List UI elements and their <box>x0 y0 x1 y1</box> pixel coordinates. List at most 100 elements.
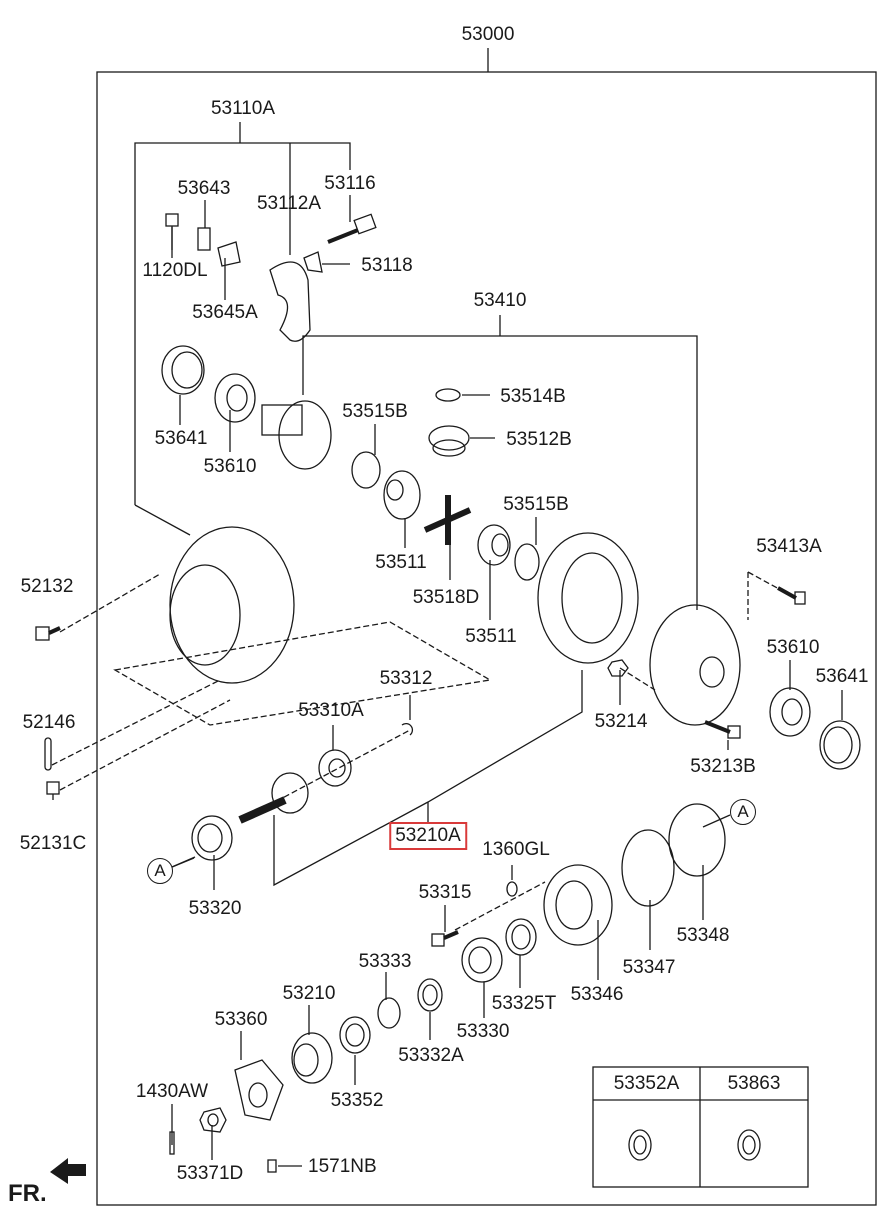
bolt-52131c-icon <box>46 781 60 800</box>
part-label-1571nb: 1571NB <box>308 1156 377 1177</box>
part-label-53310a: 53310A <box>298 700 364 721</box>
pinion-gear-53512b-icon <box>428 425 470 457</box>
part-label-1120dl: 1120DL <box>142 260 208 281</box>
pin-1430aw-icon <box>169 1131 175 1155</box>
part-label-53347: 53347 <box>622 957 676 978</box>
carrier-housing-icon <box>169 526 295 684</box>
part-label-53643: 53643 <box>177 178 231 199</box>
bearing-53320-icon <box>191 815 233 861</box>
side-bearing-race-53641-icon <box>161 345 205 395</box>
part-label-53641-top: 53641 <box>154 428 208 449</box>
bearing-53330-icon <box>461 937 503 983</box>
part-label-53515b-mid: 53515B <box>503 494 569 515</box>
part-label-53110a: 53110A <box>210 98 276 119</box>
bolt-52132-icon <box>35 626 61 641</box>
part-label-53320: 53320 <box>188 898 242 919</box>
thrust-washer-53515b-icon <box>351 451 381 489</box>
pin-52146-icon <box>44 737 52 771</box>
ring-gear-icon <box>537 532 639 664</box>
part-label-53214: 53214 <box>594 711 648 732</box>
part-label-53515b-top: 53515B <box>342 401 408 422</box>
part-label-53413a: 53413A <box>756 536 822 557</box>
washer-1360gl-icon <box>506 881 518 897</box>
bearing-retainer-53346-icon <box>543 864 613 946</box>
table-header-53863: 53863 <box>727 1073 781 1094</box>
nut-53371d-icon <box>199 1107 227 1133</box>
part-label-53352: 53352 <box>330 1090 384 1111</box>
part-label-52132: 52132 <box>20 576 74 597</box>
part-label-53641-right: 53641 <box>815 666 869 687</box>
front-direction-label: FR. <box>8 1180 47 1207</box>
part-label-53511-a: 53511 <box>375 552 427 573</box>
bolt-1120dl-icon <box>165 213 179 250</box>
thrust-washer-53515b-b-icon <box>514 543 540 581</box>
plate-53643-icon <box>197 227 211 251</box>
gasket-53347-icon <box>621 829 675 907</box>
cross-shaft-53518d-icon <box>423 495 472 545</box>
side-bearing-race-53641-right-icon <box>819 720 861 770</box>
part-label-53512b: 53512B <box>506 429 572 450</box>
part-label-53332a: 53332A <box>398 1045 464 1066</box>
part-label-53514b: 53514B <box>500 386 566 407</box>
snap-ring-53312-icon <box>401 722 414 736</box>
differential-case-right-icon <box>649 604 741 726</box>
oil-seal-53352-icon <box>339 1016 371 1054</box>
companion-flange-53210-icon <box>291 1032 333 1084</box>
callout-a-right: A <box>730 799 756 825</box>
part-label-53410: 53410 <box>473 290 527 311</box>
side-gear-53511-b-icon <box>477 524 511 566</box>
part-label-53116: 53116 <box>324 173 376 194</box>
part-label-53645a: 53645A <box>192 302 258 323</box>
part-label-53518d: 53518D <box>412 587 480 608</box>
table-header-53352a: 53352A <box>613 1073 680 1094</box>
part-label-53348: 53348 <box>676 925 730 946</box>
part-label-53213b: 53213B <box>690 756 756 777</box>
seal-53352a-icon <box>628 1129 652 1161</box>
part-label-53610-right: 53610 <box>766 637 820 658</box>
part-label-53511-b: 53511 <box>465 626 517 647</box>
part-label-53118: 53118 <box>361 255 413 276</box>
part-label-53210a-highlighted[interactable]: 53210A <box>389 822 467 850</box>
bracket-53645a-icon <box>217 241 241 267</box>
part-label-53312: 53312 <box>379 668 433 689</box>
side-gear-53511-icon <box>383 470 421 520</box>
differential-case-half-icon <box>261 400 332 470</box>
part-label-53112a: 53112A <box>256 193 322 214</box>
bolt-53213b-icon <box>704 720 741 739</box>
part-label-53330: 53330 <box>456 1021 510 1042</box>
drive-pinion-icon <box>238 772 309 824</box>
nut-53214-icon <box>607 659 629 677</box>
spacer-53333-icon <box>377 997 401 1029</box>
assembly-frame <box>96 71 877 1206</box>
yoke-53360-icon <box>234 1059 284 1121</box>
part-label-52131c: 52131C <box>19 833 87 854</box>
front-direction-arrow-icon <box>50 1158 86 1184</box>
seal-53332a-icon <box>417 978 443 1012</box>
washer-53514b-icon <box>435 388 461 402</box>
bearing-53310a-icon <box>318 749 352 787</box>
part-label-53371d: 53371D <box>176 1163 244 1184</box>
part-label-53610-top: 53610 <box>203 456 257 477</box>
part-label-53325t: 53325T <box>491 993 557 1014</box>
side-bearing-53610-right-icon <box>769 687 811 737</box>
callout-a-left: A <box>147 858 173 884</box>
plug-1571nb-icon <box>267 1159 277 1173</box>
seal-53863-icon <box>737 1129 761 1161</box>
part-label-53333: 53333 <box>358 951 412 972</box>
bolt-53116-icon <box>327 213 377 244</box>
bolt-53413a-icon <box>777 586 806 605</box>
bolt-53315-icon <box>431 930 459 947</box>
part-label-52146: 52146 <box>22 712 76 733</box>
part-label-1360gl: 1360GL <box>482 839 550 860</box>
part-label-53315: 53315 <box>418 882 472 903</box>
part-label-53360: 53360 <box>214 1009 268 1030</box>
clip-53118-icon <box>303 251 323 273</box>
gasket-53348-icon <box>668 803 726 877</box>
carrier-cap-53112a-icon <box>269 261 311 342</box>
part-label-53210: 53210 <box>282 983 336 1004</box>
part-label-1430aw: 1430AW <box>135 1081 209 1102</box>
side-bearing-53610-icon <box>214 373 256 423</box>
bearing-53325t-icon <box>505 918 537 956</box>
part-label-53000: 53000 <box>461 24 515 45</box>
